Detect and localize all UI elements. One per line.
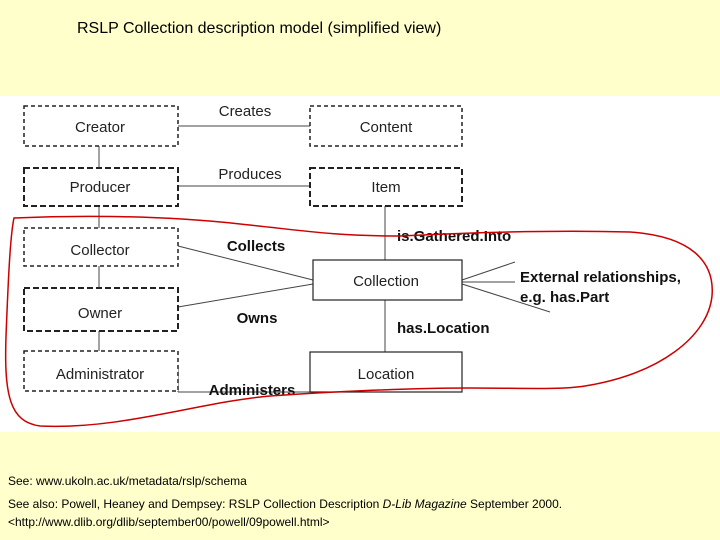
has-location-label: has.Location (397, 320, 490, 337)
external-line (461, 283, 551, 313)
is-gathered-into-label: is.Gathered.Into (397, 228, 511, 245)
collector-box (23, 227, 179, 267)
content-box (309, 105, 463, 147)
owns-line (177, 283, 314, 308)
see-reference: See: www.ukoln.ac.uk/metadata/rslp/schem… (8, 474, 247, 488)
item-box (309, 167, 463, 207)
see-also-journal: D-Lib Magazine (382, 497, 467, 511)
page-title: RSLP Collection description model (simpl… (77, 20, 442, 37)
external-line (461, 261, 516, 281)
collects-line (177, 245, 314, 281)
external-relationships-example: e.g. has.Part (520, 289, 609, 306)
diagram: Creator Producer Collector Owner Adminis… (4, 103, 713, 428)
item-label: Item (371, 179, 400, 196)
creator-box (23, 105, 179, 147)
owner-label: Owner (78, 305, 122, 322)
administrator-box (23, 350, 179, 392)
creator-label: Creator (75, 119, 125, 136)
red-highlight-loop (4, 215, 713, 428)
administrator-label: Administrator (56, 366, 144, 383)
external-relationships-label: External relationships, (520, 269, 681, 286)
produces-label: Produces (218, 166, 281, 183)
collection-box (312, 259, 463, 301)
owner-box (23, 287, 179, 332)
collection-label: Collection (353, 273, 419, 290)
see-also-suffix: September 2000. (466, 497, 563, 511)
creates-label: Creates (219, 103, 272, 120)
see-also-url[interactable]: <http://www.dlib.org/dlib/september00/po… (8, 515, 330, 529)
see-also-prefix: See also: Powell, Heaney and Dempsey: RS… (8, 497, 383, 511)
producer-box (23, 167, 179, 207)
administers-label: Administers (209, 382, 296, 399)
collects-label: Collects (227, 238, 285, 255)
location-box (309, 351, 463, 393)
owns-label: Owns (237, 310, 278, 327)
collector-label: Collector (70, 242, 129, 259)
producer-label: Producer (70, 179, 131, 196)
location-label: Location (358, 366, 415, 383)
diagram-panel: Creator Producer Collector Owner Adminis… (0, 96, 720, 432)
content-label: Content (360, 119, 413, 136)
see-also-reference: See also: Powell, Heaney and Dempsey: RS… (8, 497, 562, 511)
